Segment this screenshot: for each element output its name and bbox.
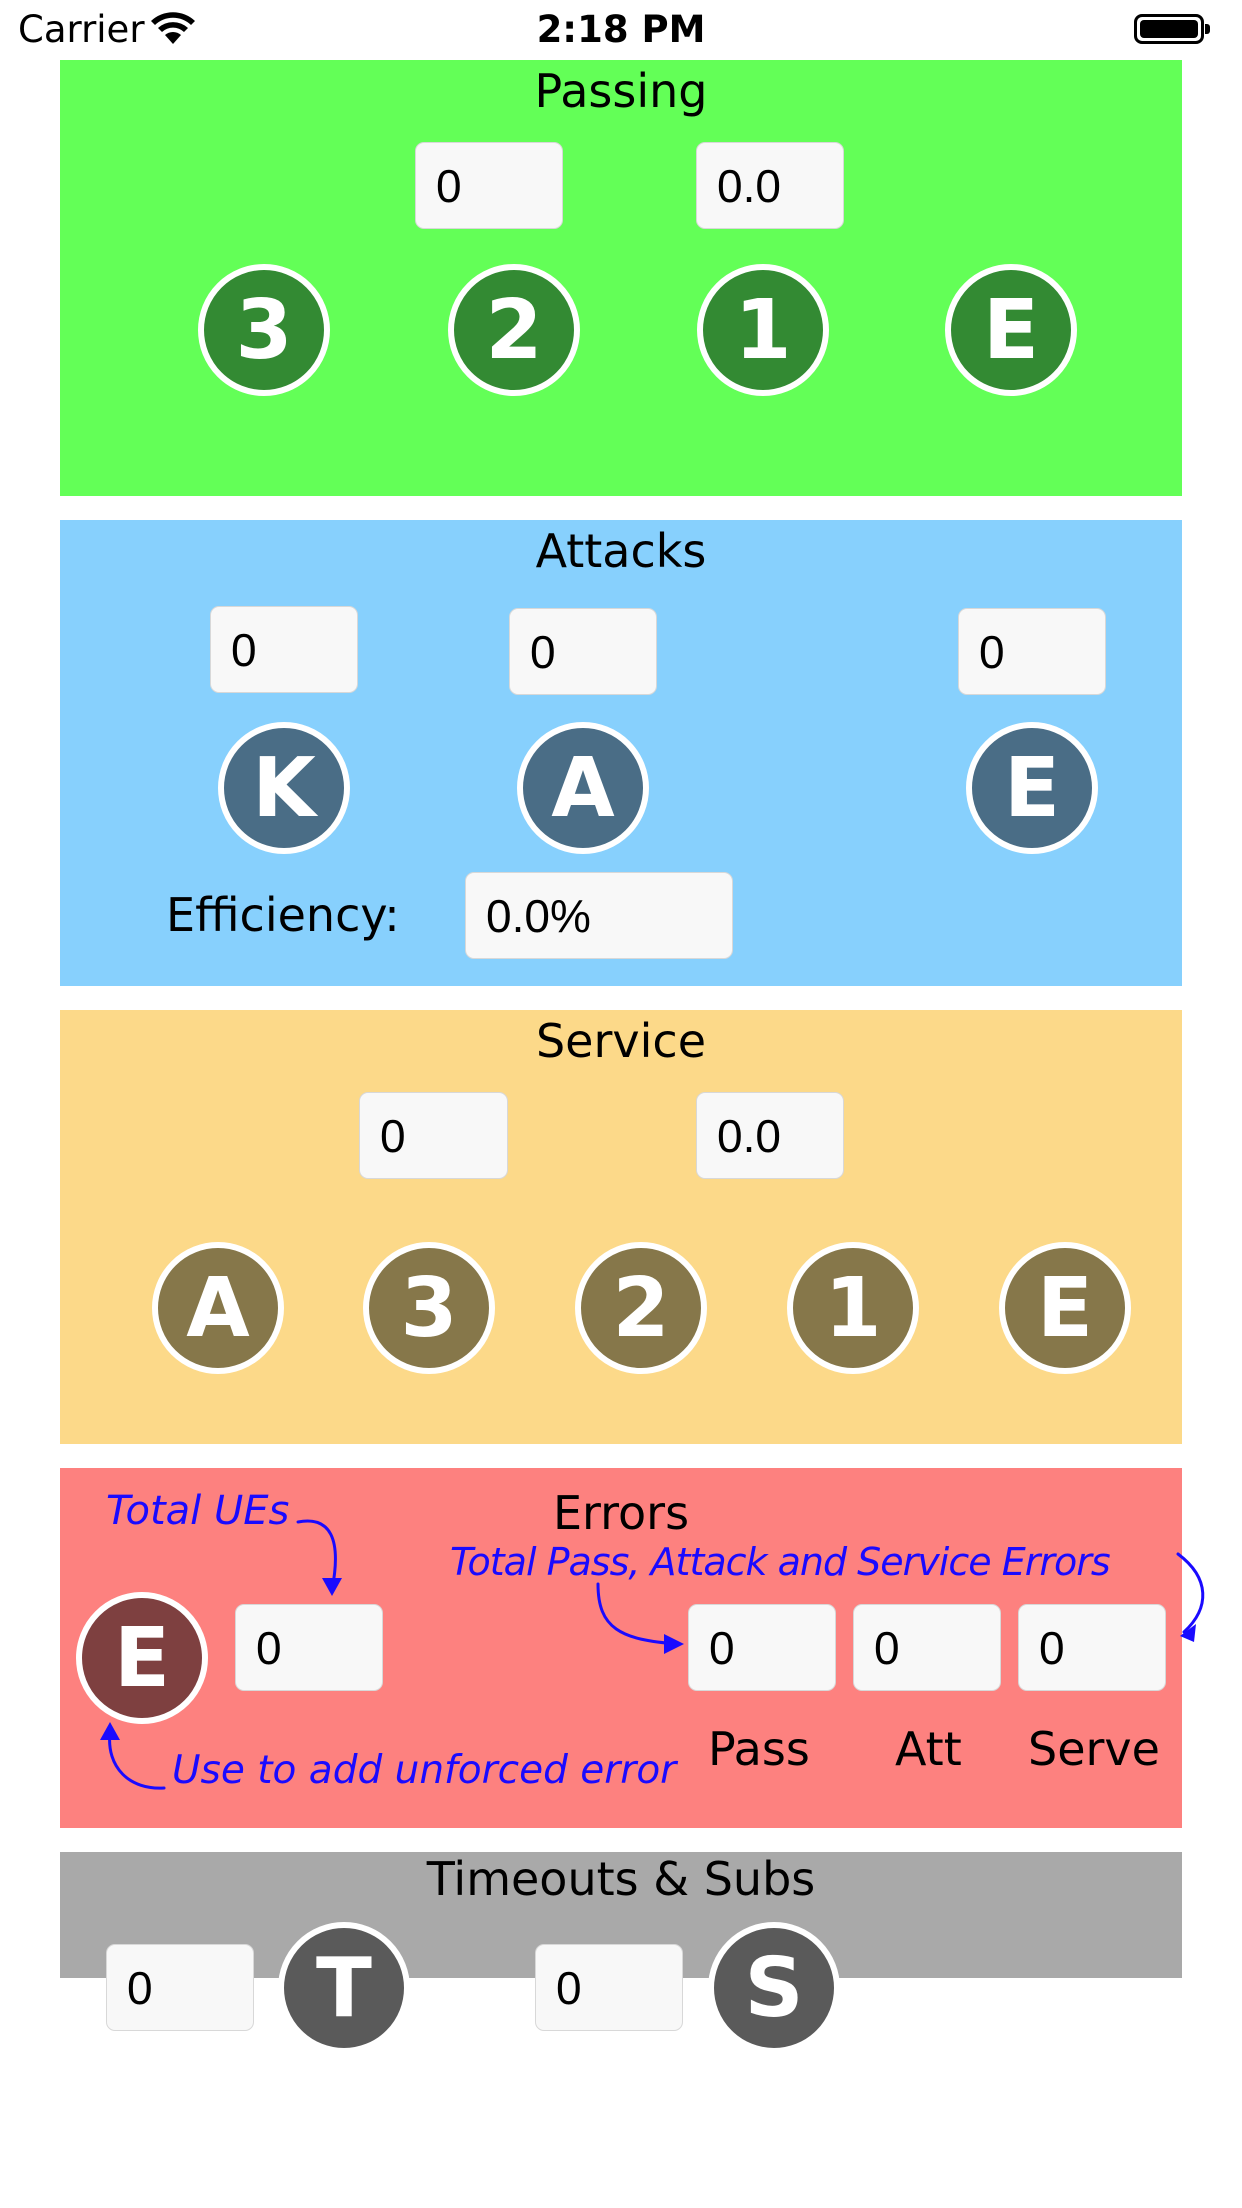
pass-errors-label: Pass (708, 1722, 810, 1776)
att-errors-label: Att (895, 1722, 962, 1776)
attack-errors-field[interactable]: 0 (958, 608, 1106, 695)
attack-kill-button[interactable]: K (218, 722, 350, 854)
wifi-icon (151, 12, 195, 44)
serve-errors-label: Serve (1028, 1722, 1160, 1776)
timeouts-panel: Timeouts & Subs 0 T 0 S (60, 1852, 1182, 2054)
subs-count-field[interactable]: 0 (535, 1944, 683, 2031)
service-panel: Service 0 0.0 A 3 2 1 E (60, 1010, 1182, 1444)
total-ue-field[interactable]: 0 (235, 1604, 383, 1691)
timeouts-title: Timeouts & Subs (426, 1852, 816, 1906)
service-average-field[interactable]: 0.0 (696, 1092, 844, 1179)
service-count-field[interactable]: 0 (359, 1092, 508, 1179)
attack-attempt-button[interactable]: A (517, 722, 649, 854)
serve-2-button[interactable]: 2 (575, 1242, 707, 1374)
pass-1-button[interactable]: 1 (697, 264, 829, 396)
unforced-error-button[interactable]: E (76, 1592, 208, 1724)
serve-3-button[interactable]: 3 (363, 1242, 495, 1374)
status-carrier: Carrier (18, 8, 145, 51)
attack-error-button[interactable]: E (966, 722, 1098, 854)
sub-button[interactable]: S (708, 1922, 840, 2054)
passing-count-field[interactable]: 0 (415, 142, 563, 229)
efficiency-label: Efficiency: (166, 888, 400, 942)
status-time: 2:18 PM (536, 8, 706, 51)
attack-errors-total-field[interactable]: 0 (853, 1604, 1001, 1691)
serve-error-button[interactable]: E (999, 1242, 1131, 1374)
attacks-panel: Attacks 0 0 0 K A E Efficiency: 0.0% (60, 520, 1182, 986)
service-title: Service (535, 1014, 706, 1068)
errors-panel: Errors E 0 0 0 0 Pass Att Serve Total UE… (60, 1468, 1205, 1828)
battery-icon (1134, 14, 1210, 44)
errors-title: Errors (552, 1486, 690, 1540)
pass-2-button[interactable]: 2 (448, 264, 580, 396)
attack-kills-field[interactable]: 0 (210, 606, 358, 693)
use-to-add-note: Use to add unforced error (172, 1748, 677, 1793)
timeout-button[interactable]: T (278, 1922, 410, 2054)
total-errors-note: Total Pass, Attack and Service Errors (450, 1540, 1111, 1584)
attack-attempts-field[interactable]: 0 (509, 608, 657, 695)
pass-errors-field[interactable]: 0 (688, 1604, 836, 1691)
serve-errors-field[interactable]: 0 (1018, 1604, 1166, 1691)
annotation-arrows (100, 1519, 1205, 1790)
efficiency-field[interactable]: 0.0% (465, 872, 733, 959)
passing-panel: Passing 0 0.0 3 2 1 E (60, 60, 1182, 496)
passing-average-field[interactable]: 0.0 (696, 142, 844, 229)
serve-ace-button[interactable]: A (152, 1242, 284, 1374)
serve-1-button[interactable]: 1 (787, 1242, 919, 1374)
passing-title: Passing (534, 64, 708, 118)
pass-3-button[interactable]: 3 (198, 264, 330, 396)
timeouts-count-field[interactable]: 0 (106, 1944, 254, 2031)
attacks-title: Attacks (535, 524, 707, 578)
pass-error-button[interactable]: E (945, 264, 1077, 396)
total-ues-note: Total UEs (106, 1488, 290, 1534)
